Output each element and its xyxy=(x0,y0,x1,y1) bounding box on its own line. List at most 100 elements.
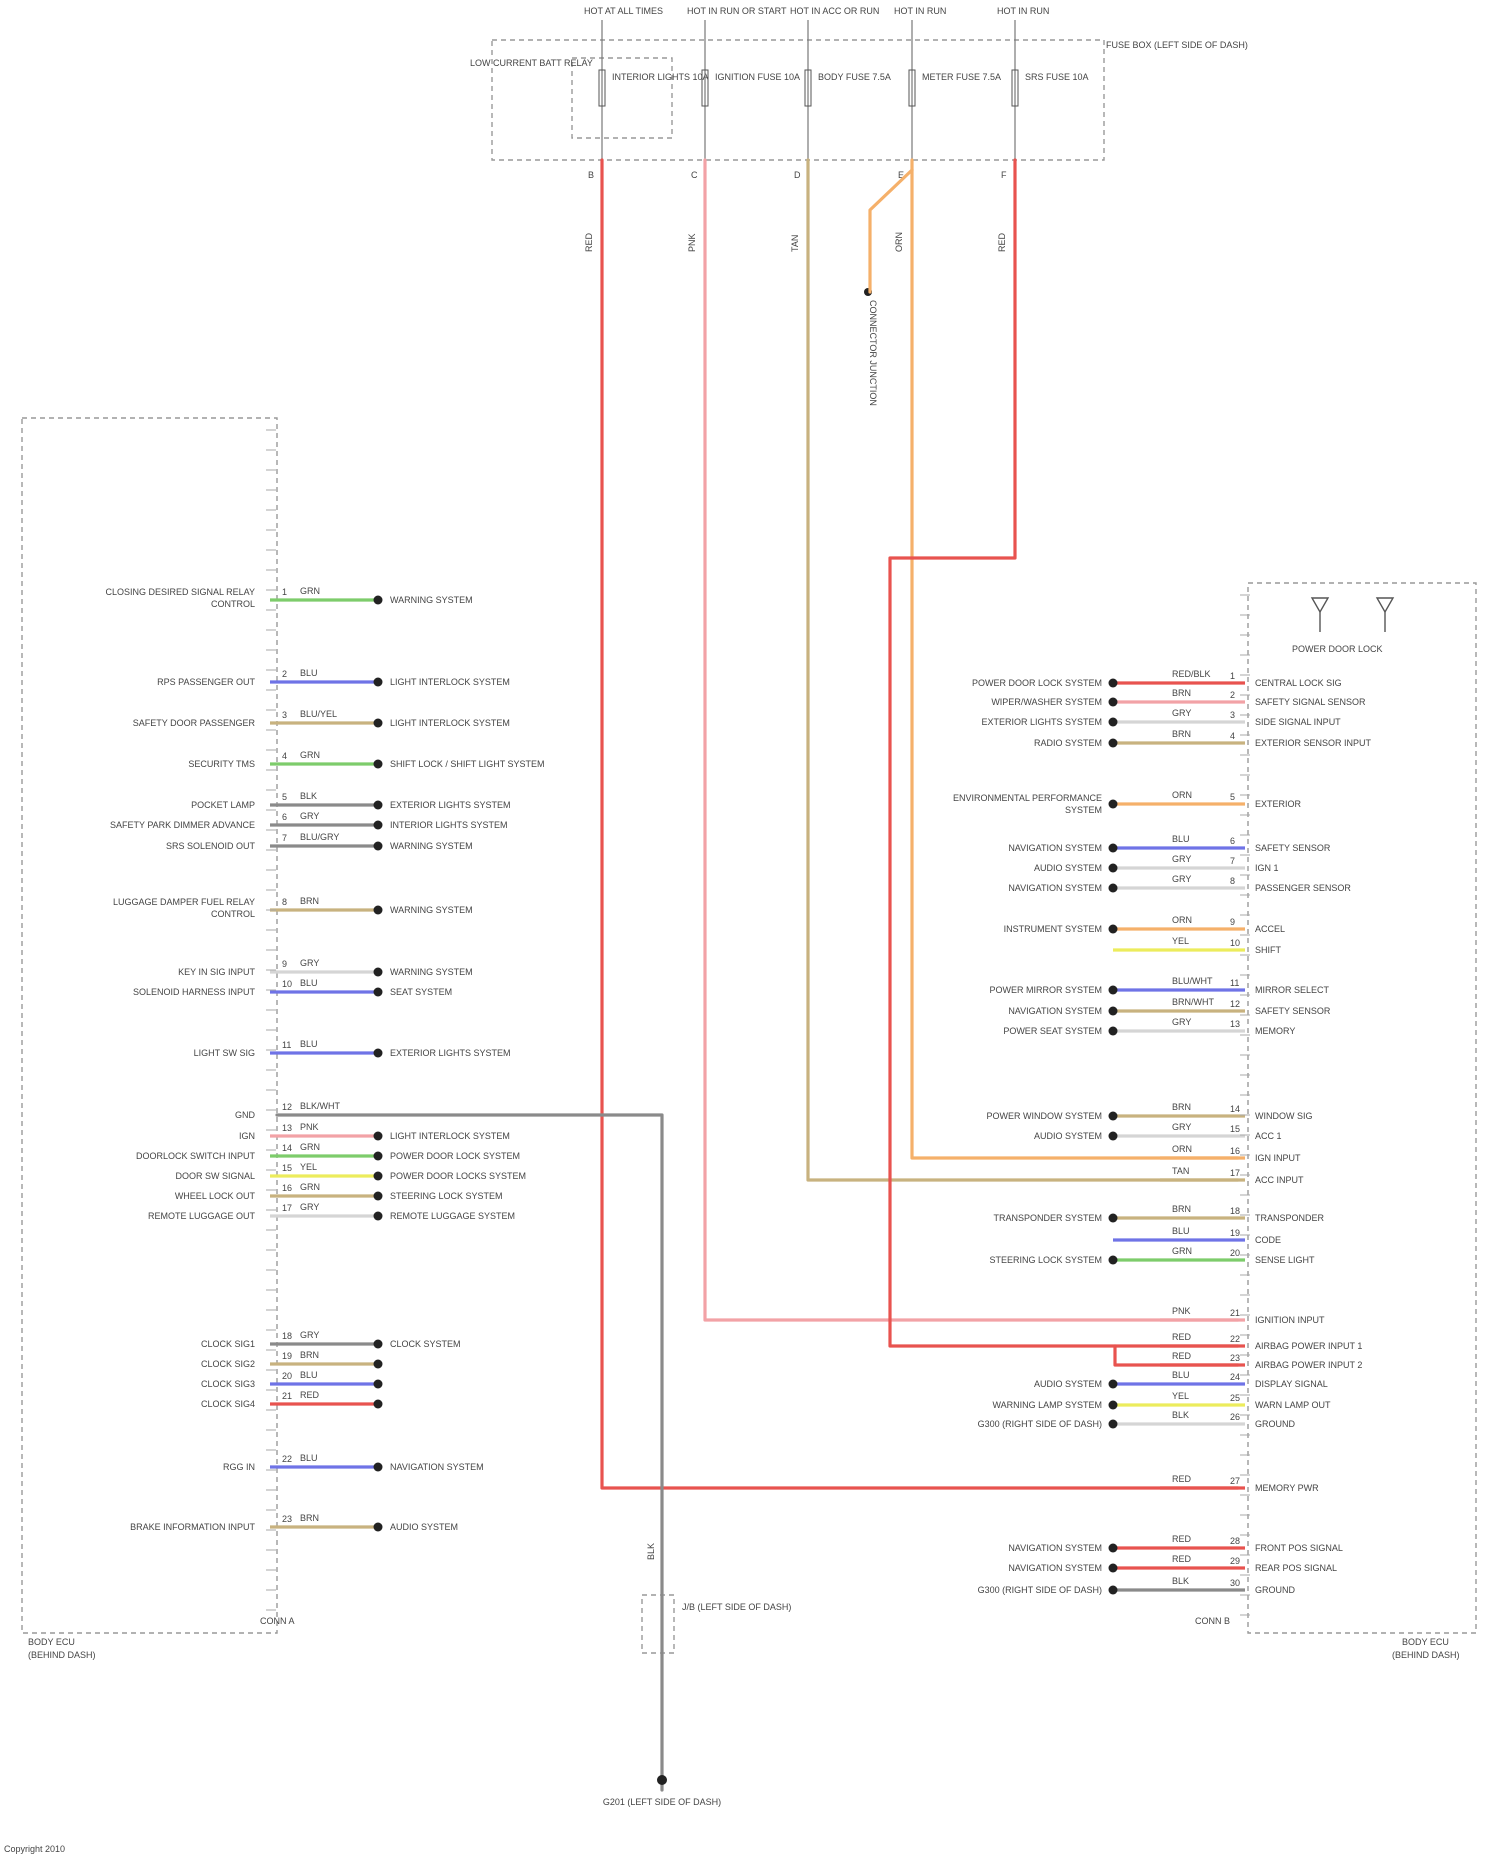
left-dest-label: NAVIGATION SYSTEM xyxy=(390,1462,484,1472)
right-pin-label: EXTERIOR SENSOR INPUT xyxy=(1255,738,1372,748)
right-pin-number: 4 xyxy=(1230,731,1235,741)
left-connector-pins: CLOSING DESIRED SIGNAL RELAYCONTROL1GRNW… xyxy=(28,430,545,1660)
left-pin-number: 23 xyxy=(282,1514,292,1524)
left-wire-dot xyxy=(374,1172,383,1181)
left-dest-label: LIGHT INTERLOCK SYSTEM xyxy=(390,677,510,687)
left-dest-label: INTERIOR LIGHTS SYSTEM xyxy=(390,820,508,830)
right-wire-dot xyxy=(1109,1132,1118,1141)
right-src-label: WIPER/WASHER SYSTEM xyxy=(991,697,1102,707)
right-wire-color-label: BLU xyxy=(1172,1370,1190,1380)
left-wire-dot xyxy=(374,968,383,977)
right-src-label: AUDIO SYSTEM xyxy=(1034,863,1102,873)
right-src-label: WARNING LAMP SYSTEM xyxy=(992,1400,1102,1410)
right-wire-color-label: BRN xyxy=(1172,1204,1191,1214)
right-wire-color-label: RED xyxy=(1172,1554,1192,1564)
right-wire-dot xyxy=(1109,739,1118,748)
right-pin-number: 6 xyxy=(1230,836,1235,846)
left-wire-dot xyxy=(374,1463,383,1472)
top-wire-color-label: ORN xyxy=(894,232,904,252)
left-pin-number: 18 xyxy=(282,1331,292,1341)
left-pin-label: CONTROL xyxy=(211,909,255,919)
left-pin-label: POCKET LAMP xyxy=(191,800,255,810)
right-src-label: POWER SEAT SYSTEM xyxy=(1003,1026,1102,1036)
right-wire-color-label: YEL xyxy=(1172,936,1189,946)
left-pin-number: 3 xyxy=(282,710,287,720)
left-pin-label: CONTROL xyxy=(211,599,255,609)
right-pin-number: 25 xyxy=(1230,1393,1240,1403)
right-wire-dot xyxy=(1109,844,1118,853)
left-pin-label: WHEEL LOCK OUT xyxy=(175,1191,256,1201)
left-dest-label: WARNING SYSTEM xyxy=(390,967,473,977)
right-pin-number: 15 xyxy=(1230,1124,1240,1134)
right-wire-color-label: BRN xyxy=(1172,729,1191,739)
left-pin-label: CLOCK SIG1 xyxy=(201,1339,255,1349)
right-pin-label: MEMORY xyxy=(1255,1026,1295,1036)
left-pin-number: 17 xyxy=(282,1203,292,1213)
left-pin-label: IGN xyxy=(239,1131,255,1141)
right-pin-number: 11 xyxy=(1230,978,1239,988)
left-pin-label: CLOSING DESIRED SIGNAL RELAY xyxy=(105,587,255,597)
right-wire-color-label: ORN xyxy=(1172,790,1192,800)
right-wire-dot xyxy=(1109,864,1118,873)
right-wire-color-label: RED xyxy=(1172,1332,1192,1342)
right-pin-number: 8 xyxy=(1230,876,1235,886)
left-wire-color-label: PNK xyxy=(300,1122,319,1132)
right-wire-dot xyxy=(1109,800,1118,809)
right-wire-color-label: ORN xyxy=(1172,1144,1192,1154)
right-wire-dot xyxy=(1109,1027,1118,1036)
left-dest-label: WARNING SYSTEM xyxy=(390,841,473,851)
left-pin-number: 11 xyxy=(282,1040,291,1050)
right-pin-number: 9 xyxy=(1230,917,1235,927)
left-pin-label: RGG IN xyxy=(223,1462,255,1472)
right-pin-label: WARN LAMP OUT xyxy=(1255,1400,1331,1410)
left-pin-number: 13 xyxy=(282,1123,292,1133)
top-wire-label: HOT IN RUN xyxy=(894,6,946,16)
right-pin-label: EXTERIOR xyxy=(1255,799,1302,809)
right-pin-label: AIRBAG POWER INPUT 1 xyxy=(1255,1341,1362,1351)
right-wire-color-label: GRY xyxy=(1172,1122,1191,1132)
right-wire-color-label: GRN xyxy=(1172,1246,1192,1256)
left-pin-label: RPS PASSENGER OUT xyxy=(157,677,255,687)
left-dest-label: EXTERIOR LIGHTS SYSTEM xyxy=(390,1048,511,1058)
right-pin-label: MIRROR SELECT xyxy=(1255,985,1330,995)
left-wire-color-label: BLU/YEL xyxy=(300,709,337,719)
right-pin-number: 22 xyxy=(1230,1334,1240,1344)
left-dest-label: CLOCK SYSTEM xyxy=(390,1339,461,1349)
right-wire-color-label: GRY xyxy=(1172,854,1191,864)
left-wire-color-label: BRN xyxy=(300,1513,319,1523)
right-wire-color-label: BRN/WHT xyxy=(1172,997,1214,1007)
left-pin-label: GND xyxy=(235,1110,256,1120)
right-src-label: POWER DOOR LOCK SYSTEM xyxy=(972,678,1102,688)
left-pin-number: 16 xyxy=(282,1183,292,1193)
right-src-label: NAVIGATION SYSTEM xyxy=(1008,883,1102,893)
left-connector-sub: (BEHIND DASH) xyxy=(28,1650,96,1660)
right-pin-label: SIDE SIGNAL INPUT xyxy=(1255,717,1341,727)
fuse-label: BODY FUSE 7.5A xyxy=(818,72,891,82)
right-src-label: POWER MIRROR SYSTEM xyxy=(989,985,1102,995)
right-src-label: AUDIO SYSTEM xyxy=(1034,1131,1102,1141)
right-wire-color-label: BLU xyxy=(1172,834,1190,844)
right-pin-label: DISPLAY SIGNAL xyxy=(1255,1379,1328,1389)
left-wire-color-label: BLU xyxy=(300,1370,318,1380)
left-wire-dot xyxy=(374,1340,383,1349)
right-src-label: AUDIO SYSTEM xyxy=(1034,1379,1102,1389)
left-wire-dot xyxy=(374,1132,383,1141)
right-pin-label: SAFETY SIGNAL SENSOR xyxy=(1255,697,1366,707)
left-dest-label: WARNING SYSTEM xyxy=(390,905,473,915)
left-dest-label: SEAT SYSTEM xyxy=(390,987,452,997)
right-wire-color-label: PNK xyxy=(1172,1306,1191,1316)
right-wire-color-label: BLK xyxy=(1172,1576,1189,1586)
right-pin-label: IGNITION INPUT xyxy=(1255,1315,1325,1325)
left-pin-label: DOORLOCK SWITCH INPUT xyxy=(136,1151,256,1161)
right-src-label: INSTRUMENT SYSTEM xyxy=(1004,924,1102,934)
left-wire-dot xyxy=(374,719,383,728)
right-pin-number: 13 xyxy=(1230,1019,1240,1029)
right-pin-label: SENSE LIGHT xyxy=(1255,1255,1315,1265)
right-pin-number: 12 xyxy=(1230,999,1240,1009)
top-wire-label: HOT AT ALL TIMES xyxy=(584,6,663,16)
left-dest-label: LIGHT INTERLOCK SYSTEM xyxy=(390,1131,510,1141)
right-src-label: EXTERIOR LIGHTS SYSTEM xyxy=(981,717,1102,727)
junction-frame xyxy=(642,1595,674,1653)
